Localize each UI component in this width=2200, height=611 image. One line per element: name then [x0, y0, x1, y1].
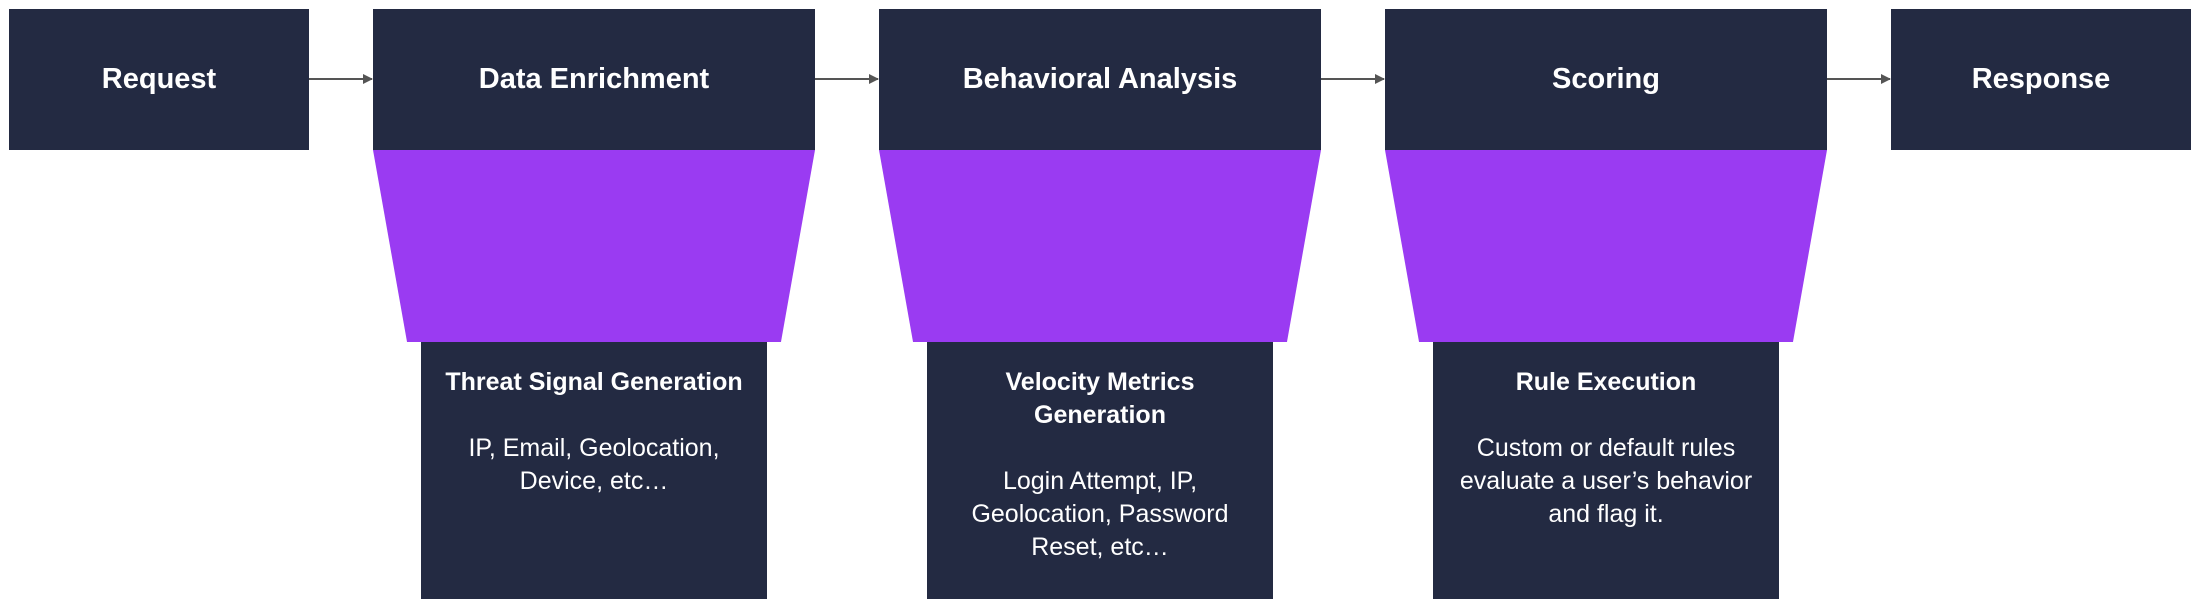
- stage-label: Behavioral Analysis: [962, 63, 1238, 95]
- detail-threat-signal: Threat Signal Generation IP, Email, Geol…: [421, 342, 767, 599]
- stage-request: Request: [9, 9, 309, 150]
- stage-behavioral-analysis: Behavioral Analysis: [879, 9, 1321, 150]
- funnel-scoring: [1385, 150, 1827, 342]
- stage-response: Response: [1891, 9, 2191, 150]
- detail-title: Velocity Metrics Generation: [1005, 368, 1195, 429]
- funnel-behavioral-analysis: [879, 150, 1321, 342]
- funnel-data-enrichment: [373, 150, 815, 342]
- stage-label: Response: [1971, 63, 2111, 95]
- stage-scoring: Scoring: [1385, 9, 1827, 150]
- detail-description: Custom or default rules evaluate a user’…: [1459, 434, 1753, 528]
- detail-velocity-metrics: Velocity Metrics Generation Login Attemp…: [927, 342, 1273, 599]
- stage-label: Data Enrichment: [478, 63, 710, 95]
- stage-label: Scoring: [1552, 63, 1660, 95]
- detail-title: Rule Execution: [1515, 368, 1697, 396]
- stage-label: Request: [101, 63, 217, 95]
- detail-rule-execution: Rule Execution Custom or default rules e…: [1433, 342, 1779, 599]
- detail-description: IP, Email, Geolocation, Device, etc…: [468, 434, 720, 495]
- detail-description: Login Attempt, IP, Geolocation, Password…: [971, 467, 1229, 561]
- stage-data-enrichment: Data Enrichment: [373, 9, 815, 150]
- detail-title: Threat Signal Generation: [445, 368, 743, 396]
